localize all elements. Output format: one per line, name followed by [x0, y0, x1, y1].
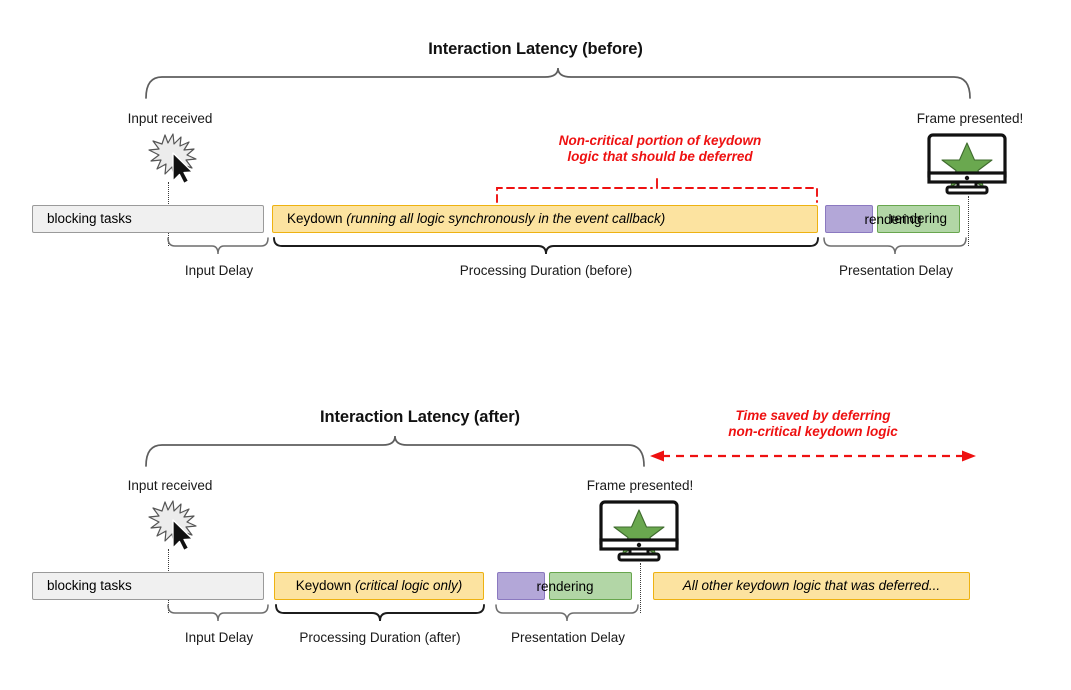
bar-label: Keydown: [287, 211, 347, 227]
bar-keydown-after[interactable]: Keydown (critical logic only): [274, 572, 484, 600]
bar-rendering-after[interactable]: [549, 572, 632, 600]
bar-label: rendering: [889, 211, 948, 227]
processing-duration-label-before: Processing Duration (before): [459, 263, 633, 278]
bar-blocking-tasks-after[interactable]: blocking tasks: [32, 572, 264, 600]
bar-keydown-before[interactable]: Keydown (running all logic synchronously…: [272, 205, 818, 233]
bar-blocking-tasks-before[interactable]: blocking tasks: [32, 205, 264, 233]
bar-presentation-after[interactable]: [497, 572, 545, 600]
presentation-delay-brace-before: [823, 237, 967, 255]
noncritical-dashed-bracket-before: [496, 178, 818, 203]
processing-duration-brace-after: [275, 604, 485, 622]
annotation-line-2: logic that should be deferred: [567, 149, 753, 165]
monitor-star-icon-after: [599, 500, 679, 562]
input-dotted-guide-before: [168, 182, 169, 216]
input-received-label-before: Input received: [127, 111, 213, 126]
input-delay-brace-after: [167, 604, 269, 622]
input-burst-cursor-icon-before: [148, 133, 197, 185]
frame-dotted-guide-before: [968, 196, 969, 246]
input-delay-label-after: Input Delay: [184, 630, 254, 645]
bar-label-italic: (critical logic only): [355, 578, 463, 594]
input-dotted-guide-after: [168, 549, 169, 583]
input-delay-label-before: Input Delay: [184, 263, 254, 278]
input-delay-brace-before: [167, 237, 269, 255]
section-title-after: Interaction Latency (after): [320, 408, 520, 426]
annotation-line-1: Time saved by deferring: [735, 408, 891, 423]
bar-label-wrapper: Keydown (running all logic synchronously…: [273, 212, 665, 226]
processing-duration-label-after: Processing Duration (after): [299, 630, 461, 645]
presentation-delay-label-after: Presentation Delay: [510, 630, 626, 645]
noncritical-annotation-before: Non-critical portion of keydown logic th…: [460, 133, 860, 166]
bar-label-italic: (running all logic synchronously in the …: [346, 211, 666, 227]
bar-presentation-before[interactable]: [825, 205, 873, 233]
processing-duration-brace-before: [273, 237, 819, 255]
bar-label-wrapper: Keydown (critical logic only): [275, 579, 483, 593]
bar-label: blocking tasks: [47, 578, 132, 594]
interaction-latency-brace-after: [145, 435, 645, 467]
time-saved-annotation-after: Time saved by deferring non-critical key…: [640, 408, 986, 441]
time-saved-dashed-arrow-after: [650, 450, 976, 462]
presentation-delay-label-before: Presentation Delay: [838, 263, 954, 278]
interaction-latency-brace-before: [145, 67, 971, 99]
input-received-label-after: Input received: [127, 478, 213, 493]
bar-rendering-before[interactable]: rendering: [877, 205, 960, 233]
presentation-delay-brace-after: [495, 604, 639, 622]
bar-label: Keydown: [295, 578, 355, 594]
annotation-line-2: non-critical keydown logic: [728, 424, 898, 440]
bar-label: blocking tasks: [47, 211, 132, 227]
bar-label: All other keydown logic that was deferre…: [682, 578, 941, 594]
section-title-before: Interaction Latency (before): [428, 40, 643, 58]
input-burst-cursor-icon-after: [148, 500, 197, 552]
bar-deferred-keydown-after[interactable]: All other keydown logic that was deferre…: [653, 572, 970, 600]
frame-presented-label-after: Frame presented!: [586, 478, 694, 493]
frame-presented-label-before: Frame presented!: [916, 111, 1024, 126]
annotation-line-1: Non-critical portion of keydown: [558, 133, 762, 148]
monitor-star-icon-before: [927, 133, 1007, 195]
frame-dotted-guide-after: [640, 563, 641, 613]
